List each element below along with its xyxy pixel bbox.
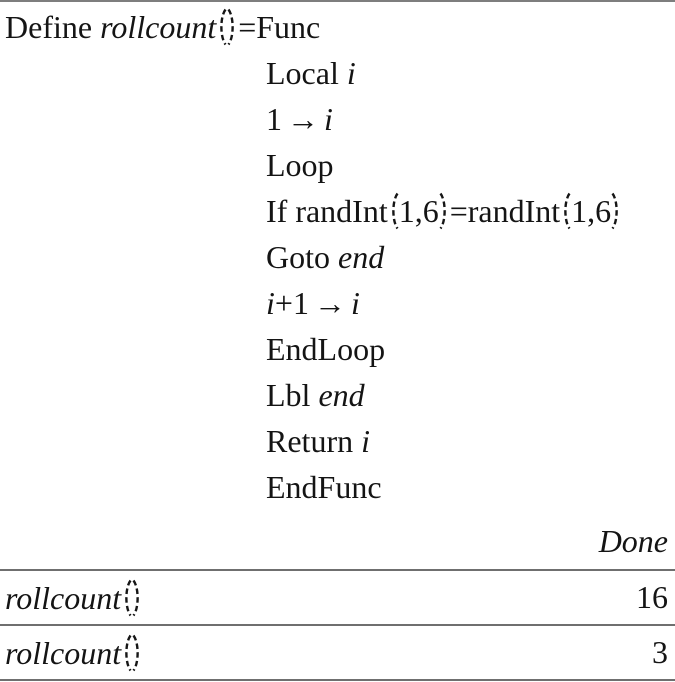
code-text: i [350, 285, 360, 321]
code-text: 1,6 [571, 193, 612, 229]
paren-open-icon [561, 192, 571, 230]
code-text: EndFunc [266, 469, 382, 505]
code-line: EndLoop [5, 326, 669, 372]
top-border [0, 0, 675, 2]
code-line: Return i [5, 418, 669, 464]
code-text: end [318, 377, 365, 413]
paren-open-icon [389, 192, 399, 230]
entry-result-value[interactable]: 3 [652, 634, 668, 670]
code-text: Goto [266, 239, 338, 275]
code-line: Define rollcount =Func [5, 4, 669, 50]
code-text: EndLoop [266, 331, 386, 367]
code-text: end [338, 239, 385, 275]
code-text: rollcount [100, 9, 217, 45]
history-entry-evaluation: rollcount 3 [0, 626, 675, 679]
code-text: i [324, 101, 333, 137]
entry-result[interactable]: Done [5, 518, 669, 564]
entry-separator [0, 569, 675, 571]
code-text: Define [5, 9, 101, 45]
code-text: i [346, 55, 356, 91]
entry-result-value[interactable]: 16 [636, 579, 668, 615]
paren-close-icon [611, 192, 621, 230]
entry-input[interactable]: rollcount [5, 634, 143, 672]
code-line: If randInt 1,6 =randInt 1,6 [5, 188, 669, 234]
code-line: Lbl end [5, 372, 669, 418]
code-line: Goto end [5, 234, 669, 280]
paren-close-icon [132, 634, 142, 672]
entry-separator [0, 624, 675, 626]
entry-separator [0, 679, 675, 681]
code-line: i+1→i [5, 280, 669, 326]
paren-open-icon [217, 8, 227, 46]
paren-open-icon [122, 634, 132, 672]
code-text: Lbl [266, 377, 319, 413]
code-text: rollcount [5, 579, 122, 616]
code-line: Loop [5, 142, 669, 188]
code-text: =Func [238, 9, 321, 45]
code-text: +1 [274, 285, 309, 321]
code-text: 1,6 [398, 193, 439, 229]
code-text: =randInt [449, 193, 561, 229]
code-text: Local [266, 55, 347, 91]
code-text: If randInt [266, 193, 388, 229]
paren-close-icon [439, 192, 449, 230]
code-text: Loop [266, 147, 334, 183]
code-line: 1→i [5, 96, 669, 142]
code-line: Local i [5, 50, 669, 96]
code-text: rollcount [5, 634, 122, 671]
code-text: i [266, 285, 275, 321]
code-text: → [287, 101, 319, 137]
code-text: i [361, 423, 370, 459]
entry-result-value: Done [598, 523, 668, 559]
code-text: → [313, 285, 346, 321]
code-text: 1 [266, 101, 282, 137]
paren-open-icon [122, 579, 132, 617]
entry-input[interactable]: rollcount [5, 579, 143, 617]
code-text: Return [266, 423, 362, 459]
paren-close-icon [227, 8, 237, 46]
paren-close-icon [132, 579, 142, 617]
code-line: EndFunc [5, 464, 669, 510]
history-entry-evaluation: rollcount 16 [0, 571, 675, 624]
